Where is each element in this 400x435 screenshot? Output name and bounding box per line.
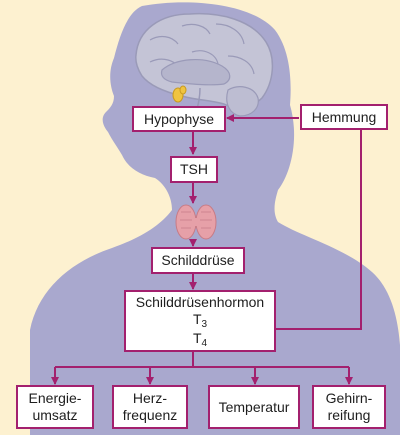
hypophyse-box: Hypophyse [132, 106, 226, 132]
hemmung-label: Hemmung [311, 108, 377, 125]
t4-label: T4 [192, 329, 208, 349]
gehirnreifung-label-1: Gehirn- [325, 390, 373, 406]
thyroid-gland-icon [175, 204, 217, 240]
hemmung-box: Hemmung [300, 104, 388, 130]
gehirnreifung-label-2: reifung [327, 407, 371, 423]
hypophyse-label: Hypophyse [143, 110, 215, 127]
energieumsatz-label-2: umsatz [32, 407, 78, 423]
tsh-label: TSH [180, 161, 208, 177]
t3-label: T3 [192, 310, 208, 330]
pituitary-gland-icon [172, 85, 187, 103]
temperatur-box: Temperatur [208, 385, 300, 429]
herzfrequenz-label-1: Herz- [132, 390, 168, 406]
energieumsatz-box: Energie- umsatz [16, 385, 94, 429]
temperatur-label: Temperatur [218, 398, 290, 415]
schilddruesenhormon-label: Schilddrüsenhormon [135, 293, 265, 310]
schilddruese-label: Schilddrüse [161, 252, 235, 268]
schilddruese-box: Schilddrüse [151, 247, 245, 274]
herzfrequenz-label-2: frequenz [122, 407, 178, 423]
brain-icon [135, 12, 274, 117]
energieumsatz-label-1: Energie- [28, 390, 82, 406]
tsh-box: TSH [170, 156, 218, 183]
schilddruesenhormon-box: Schilddrüsenhormon T3 T4 [124, 290, 276, 352]
herzfrequenz-box: Herz- frequenz [112, 385, 188, 429]
gehirnreifung-box: Gehirn- reifung [312, 385, 386, 429]
